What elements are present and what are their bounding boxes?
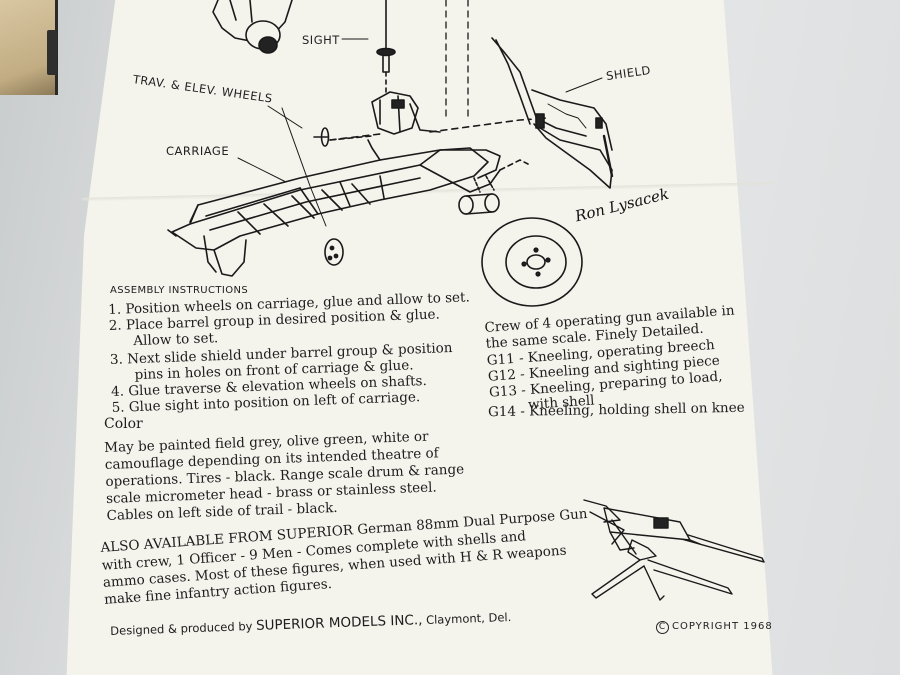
label-carriage: CARRIAGE [166,144,230,158]
assembly-heading: ASSEMBLY INSTRUCTIONS [110,285,249,296]
kit-box-corner [0,0,58,95]
color-heading: Color [104,416,143,432]
recoil-parts [458,159,529,215]
road-wheel [481,217,583,307]
sight-part [376,0,396,93]
copyright-icon: C [656,621,669,634]
label-sight: SIGHT [302,33,340,47]
breech-part [212,0,293,54]
assembly-step-2-cont: Allow to set. [133,330,219,350]
mount-part [371,91,441,135]
copyright-text: COPYRIGHT 1968 [672,621,773,632]
carriage-frame [167,139,501,277]
company-location: Claymont, Del. [425,609,512,627]
shield-part [491,37,614,189]
trav-elev-wheel [313,127,373,147]
small-hub [324,238,344,266]
gun-88mm-illustration [583,499,765,601]
